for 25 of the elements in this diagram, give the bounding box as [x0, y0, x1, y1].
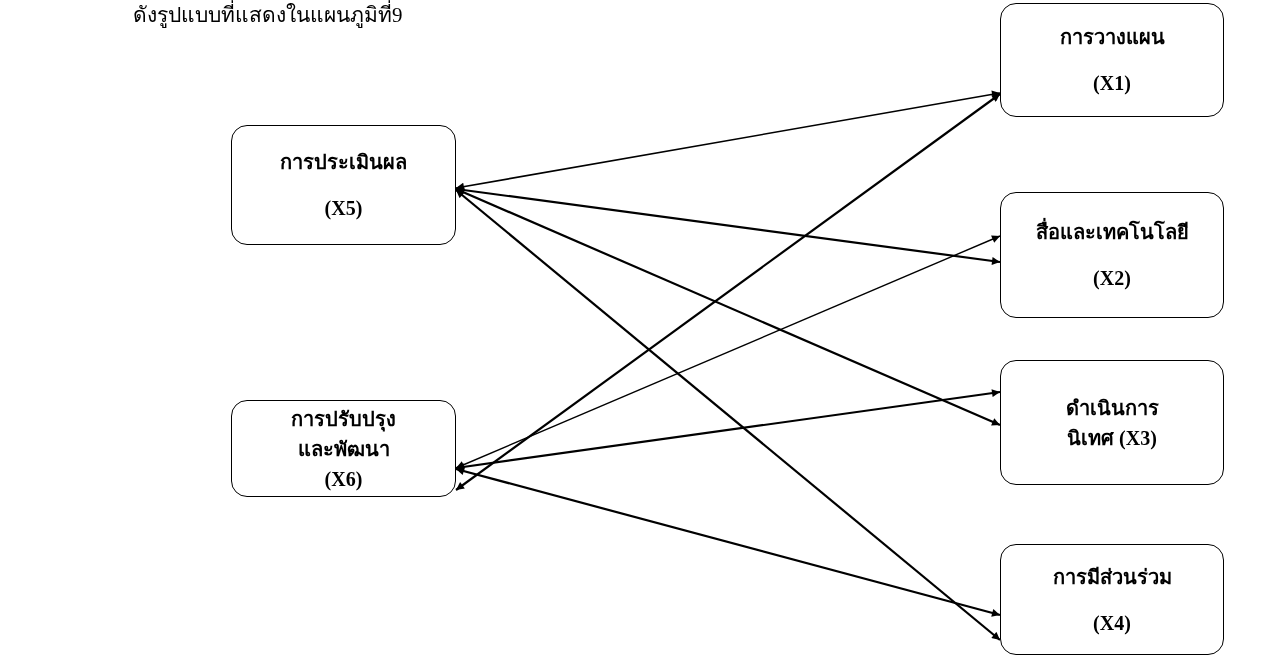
box-label: การมีส่วนร่วม	[1051, 564, 1173, 590]
rounded-box	[231, 400, 456, 497]
box-label: (X4)	[1092, 610, 1132, 637]
box-label: การปรับปรุง และพัฒนา (X6)	[290, 406, 397, 493]
double-arrow	[455, 467, 1001, 617]
double-arrow	[455, 189, 1001, 641]
box-label: ดำเนินการ นิเทศ (X3)	[1064, 395, 1160, 452]
double-arrow	[455, 188, 1001, 426]
box-label: สื่อและเทคโนโลยี	[1005, 217, 1219, 247]
rounded-box	[1000, 544, 1224, 655]
box-label: (X2)	[1092, 266, 1132, 292]
caption-text: ดังรูปแบบที่แสดงในแผนภูมิที่9	[133, 0, 403, 32]
box-label: (X1)	[1092, 71, 1132, 97]
double-arrow	[455, 389, 1001, 471]
box-label: การวางแผน	[1058, 25, 1166, 50]
box-label: (X5)	[323, 196, 364, 222]
double-arrow	[455, 235, 1001, 469]
rounded-box	[231, 125, 456, 245]
box-label: การประเมินผล	[279, 150, 408, 175]
double-arrow	[455, 186, 1001, 265]
double-arrow	[455, 90, 1001, 191]
rounded-box	[1000, 3, 1224, 117]
rounded-box	[1000, 360, 1224, 485]
double-arrow	[455, 93, 1001, 491]
rounded-box	[1000, 192, 1224, 318]
